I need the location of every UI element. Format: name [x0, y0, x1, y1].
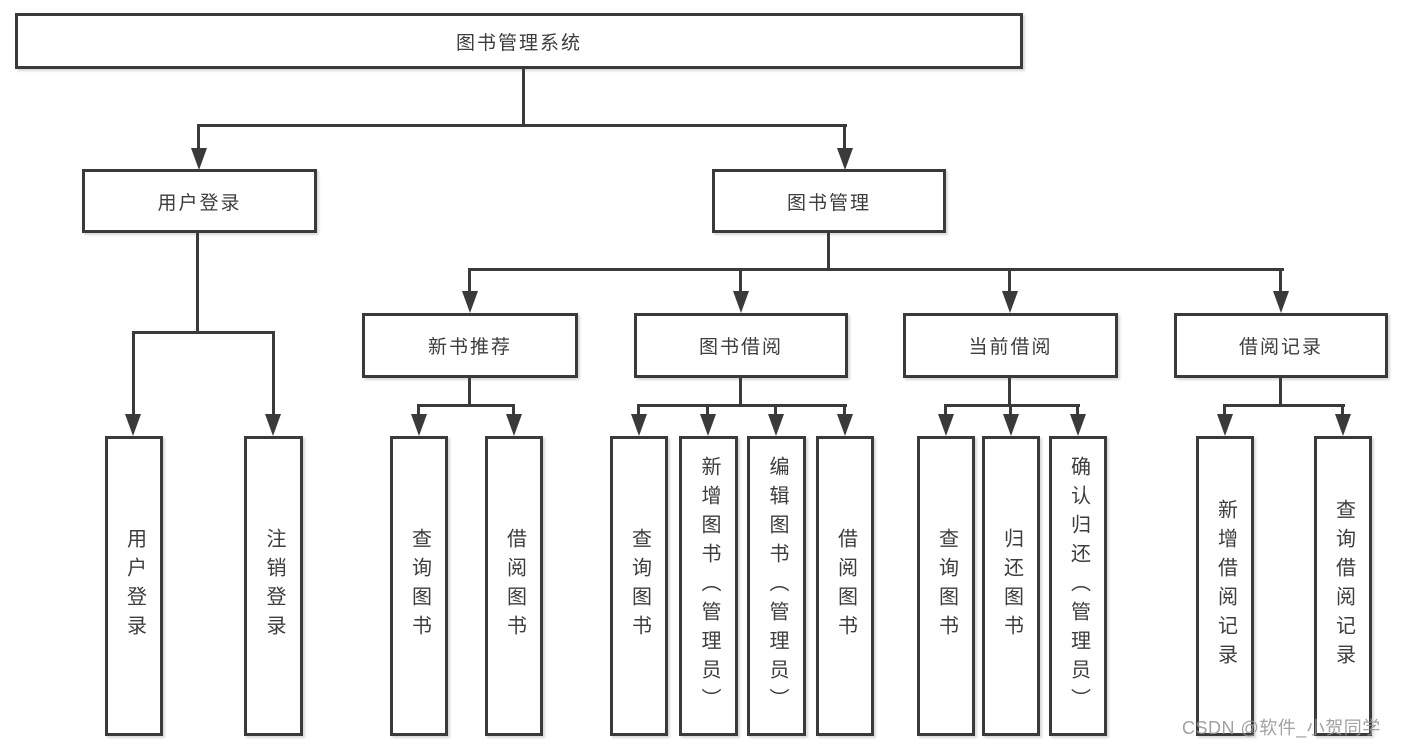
leaf-confirm-return-admin-label: 确认归还（管理员）: [1067, 455, 1090, 717]
connector-rec-drop-2: [512, 404, 515, 416]
leaf-current-query-books: 查询图书: [917, 436, 975, 736]
connector-current-stem: [1008, 378, 1011, 407]
arrow-down-icon: [837, 148, 853, 170]
connector-history-drop-2: [1341, 404, 1344, 416]
leaf-query-borrow-record: 查询借阅记录: [1314, 436, 1372, 736]
leaf-confirm-return-admin: 确认归还（管理员）: [1049, 436, 1107, 736]
arrow-down-icon: [733, 291, 749, 313]
node-new-book-rec: 新书推荐: [362, 313, 578, 378]
arrow-down-icon: [1002, 291, 1018, 313]
connector-mgmt-drop-1: [468, 268, 471, 293]
node-book-borrow: 图书借阅: [634, 313, 848, 378]
arrow-down-icon: [631, 414, 647, 436]
arrow-down-icon: [411, 414, 427, 436]
leaf-rec-query-books: 查询图书: [390, 436, 448, 736]
connector-root-branch: [197, 124, 847, 127]
connector-borrow-drop-2: [706, 404, 709, 416]
leaf-borrow-query-books-label: 查询图书: [628, 528, 651, 644]
connector-current-drop-1: [944, 404, 947, 416]
arrow-down-icon: [1273, 291, 1289, 313]
leaf-add-borrow-record-label: 新增借阅记录: [1214, 499, 1237, 673]
leaf-edit-books-admin: 编辑图书（管理员）: [747, 436, 806, 736]
connector-login-branch: [132, 331, 275, 334]
arrow-down-icon: [837, 414, 853, 436]
connector-borrow-drop-4: [843, 404, 846, 416]
node-user-login-label: 用户登录: [157, 192, 242, 214]
arrow-down-icon: [191, 148, 207, 170]
connector-rec-stem: [468, 378, 471, 407]
leaf-current-query-books-label: 查询图书: [935, 528, 958, 644]
arrow-down-icon: [506, 414, 522, 436]
leaf-rec-query-books-label: 查询图书: [408, 528, 431, 644]
connector-current-drop-3: [1076, 404, 1079, 416]
connector-root-stem: [522, 69, 525, 126]
watermark: CSDN @软件_小贺同学: [1182, 718, 1381, 738]
connector-mgmt-branch: [468, 268, 1284, 271]
arrow-down-icon: [1217, 414, 1233, 436]
node-borrow-records: 借阅记录: [1174, 313, 1388, 378]
node-new-book-rec-label: 新书推荐: [427, 337, 512, 358]
connector-rec-branch: [417, 404, 515, 407]
connector-borrow-stem: [739, 378, 742, 407]
connector-borrow-drop-1: [637, 404, 640, 416]
leaf-return-books-label: 归还图书: [1000, 528, 1023, 644]
connector-mgmt-drop-2: [739, 268, 742, 293]
leaf-borrow-lend-books-label: 借阅图书: [834, 528, 857, 644]
node-current-borrow: 当前借阅: [903, 313, 1118, 378]
arrow-down-icon: [265, 414, 281, 436]
arrow-down-icon: [125, 414, 141, 436]
leaf-logout-label: 注销登录: [263, 528, 285, 644]
node-root: 图书管理系统: [15, 13, 1023, 69]
connector-mgmt-stem: [827, 233, 830, 271]
leaf-edit-books-admin-label: 编辑图书（管理员）: [766, 455, 788, 717]
node-user-login: 用户登录: [82, 169, 317, 233]
arrow-down-icon: [768, 414, 784, 436]
connector-mgmt-drop-3: [1008, 268, 1011, 293]
arrow-down-icon: [1335, 414, 1351, 436]
leaf-add-books-admin-label: 新增图书（管理员）: [698, 455, 720, 717]
connector-root-drop-left: [197, 124, 200, 151]
node-book-mgmt: 图书管理: [712, 169, 946, 233]
leaf-return-books: 归还图书: [982, 436, 1040, 736]
connector-current-drop-2: [1009, 404, 1012, 416]
leaf-rec-borrow-books-label: 借阅图书: [503, 528, 526, 644]
arrow-down-icon: [462, 291, 478, 313]
node-book-mgmt-label: 图书管理: [786, 192, 871, 214]
arrow-down-icon: [700, 414, 716, 436]
arrow-down-icon: [1070, 414, 1086, 436]
connector-borrow-drop-3: [774, 404, 777, 416]
arrow-down-icon: [1003, 414, 1019, 436]
connector-current-branch: [944, 404, 1080, 407]
leaf-user-login-label: 用户登录: [123, 528, 146, 644]
leaf-borrow-lend-books: 借阅图书: [816, 436, 874, 736]
connector-login-stem: [196, 233, 199, 334]
connector-mgmt-drop-4: [1279, 268, 1282, 293]
leaf-add-borrow-record: 新增借阅记录: [1196, 436, 1254, 736]
connector-login-drop-2: [272, 331, 275, 416]
leaf-rec-borrow-books: 借阅图书: [485, 436, 543, 736]
leaf-user-login: 用户登录: [105, 436, 163, 736]
leaf-query-borrow-record-label: 查询借阅记录: [1332, 499, 1355, 673]
connector-history-drop-1: [1223, 404, 1226, 416]
connector-root-drop-right: [843, 124, 846, 151]
connector-history-branch: [1223, 404, 1345, 407]
arrow-down-icon: [938, 414, 954, 436]
connector-rec-drop-1: [417, 404, 420, 416]
connector-login-drop-1: [132, 331, 135, 416]
leaf-add-books-admin: 新增图书（管理员）: [679, 436, 738, 736]
leaf-borrow-query-books: 查询图书: [610, 436, 668, 736]
node-book-borrow-label: 图书借阅: [698, 337, 783, 358]
leaf-logout: 注销登录: [244, 436, 303, 736]
node-root-label: 图书管理系统: [455, 32, 582, 54]
node-borrow-records-label: 借阅记录: [1238, 337, 1323, 358]
connector-history-stem: [1279, 378, 1282, 407]
node-current-borrow-label: 当前借阅: [968, 337, 1053, 358]
connector-borrow-branch: [637, 404, 847, 407]
